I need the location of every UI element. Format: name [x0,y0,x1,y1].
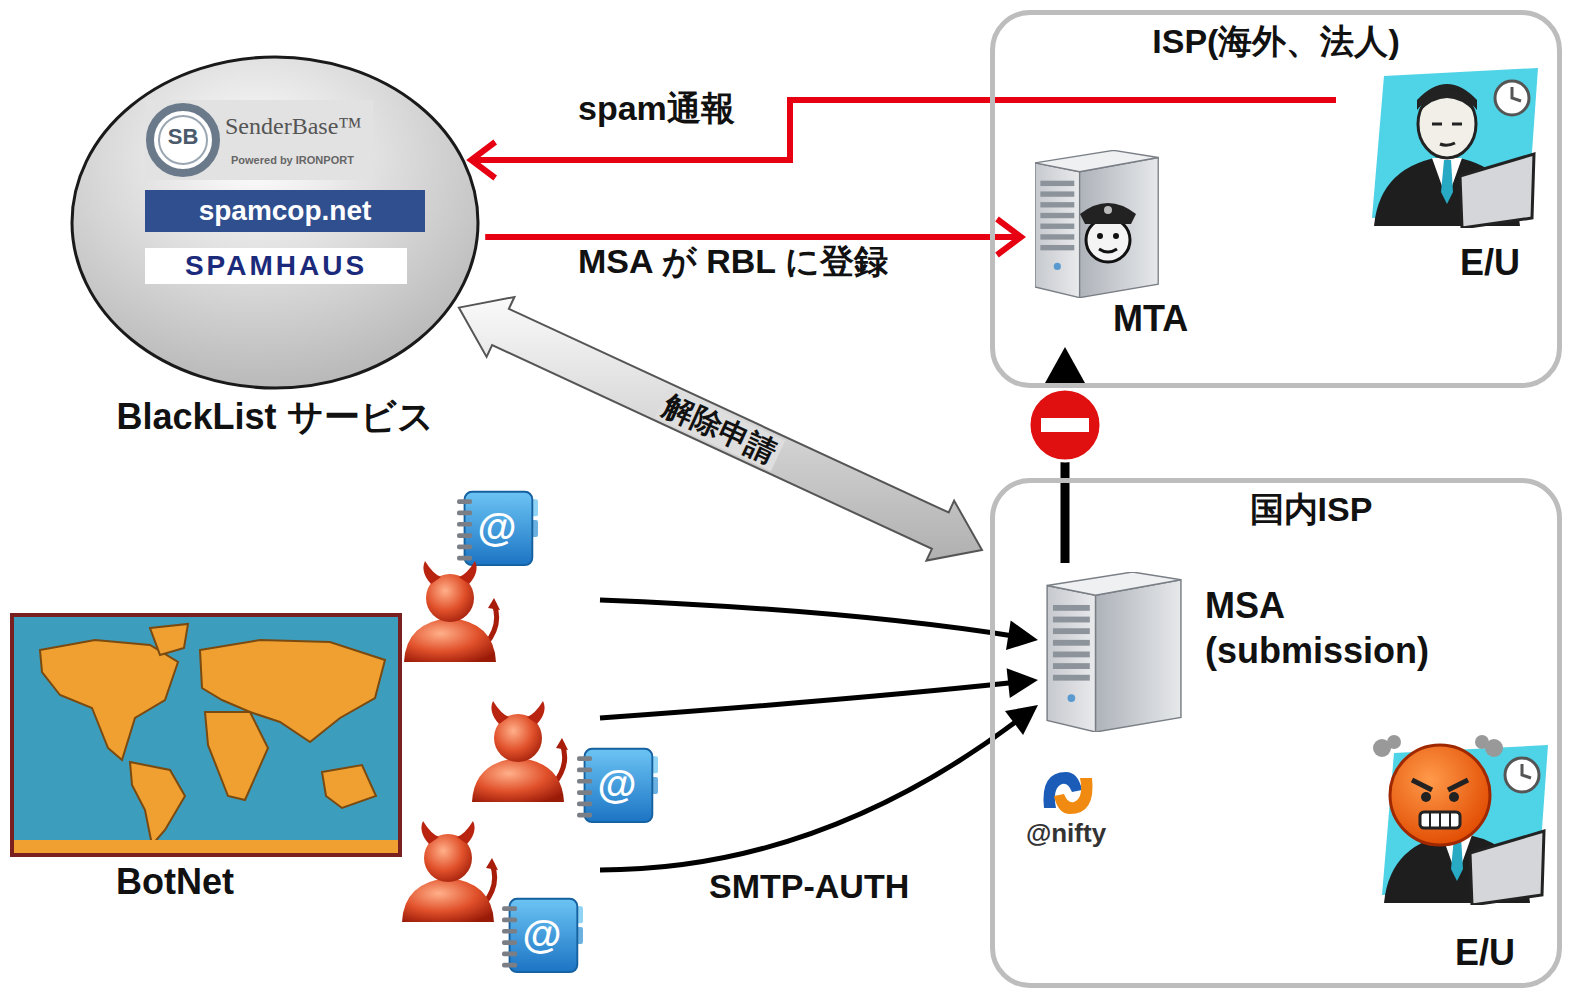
connector [459,297,982,561]
arrowhead [1005,705,1038,735]
edge-label: spam通報 [575,88,738,129]
logo-name: spamcop.net [199,190,372,232]
no-entry-sign [1029,389,1101,461]
end-user: E/U [1355,735,1545,985]
arrowhead [471,142,495,178]
person [1372,68,1538,228]
connector-line [600,682,1016,718]
connector-line [600,600,1016,637]
isp-group: ISP(海外、法人) MTA E/U [990,10,1562,388]
arrowhead [997,219,1021,255]
connector [600,600,1038,650]
group-title: 国内ISP [1250,489,1373,530]
connector-line [485,234,1021,240]
group-name: BotNet [116,860,234,903]
logo-tagline: Powered by IRONPORT [231,154,354,167]
service-name: BlackList サービス [116,395,433,438]
edge-label: MSA が RBL に登録 [575,241,891,282]
arrowhead [1045,347,1085,383]
logo-name: SPAMHAUS [185,248,367,284]
angry-person [1373,735,1548,905]
blacklist-service: BlackList サービスSBSenderBase™Powered by IR… [70,55,480,390]
user-name: E/U [1455,931,1515,974]
user-name: E/U [1460,241,1520,284]
email-symbol: @ [522,910,561,958]
group-title: ISP(海外、法人) [1152,21,1399,62]
server-name: MTA [1113,297,1188,340]
connector-line [600,718,1021,870]
email-symbol: @ [477,503,516,551]
mta-server: MTA [1025,145,1210,345]
server-name: MSA (submission) [1205,583,1485,673]
edge-label: SMTP-AUTH [706,866,912,907]
spamcop-logo: spamcop.net [145,190,425,232]
bots [402,492,658,972]
end-user: E/U [1340,65,1545,290]
police-face [1080,203,1136,262]
spamhaus-logo: SPAMHAUS [145,248,407,284]
nifty-logo [1043,772,1092,814]
msa-server: MSA (submission) [1040,565,1485,735]
no-entry-bar [1041,418,1089,432]
logo-mark: SB [168,124,199,150]
connector [600,705,1038,870]
logo-name: SenderBase™ [225,112,362,141]
isp-logo-name: @nifty [1026,818,1106,849]
email-symbol: @ [597,760,636,808]
connector [600,668,1038,718]
request-arrow [459,297,982,561]
arrowhead [1006,621,1038,651]
world-map [12,615,400,855]
arrowhead [1007,668,1038,698]
isp-group: 国内ISP MSA (submission) E/U [990,478,1562,988]
senderbase-logo: SB SenderBase™ Powered by IRONPORT [145,100,373,180]
